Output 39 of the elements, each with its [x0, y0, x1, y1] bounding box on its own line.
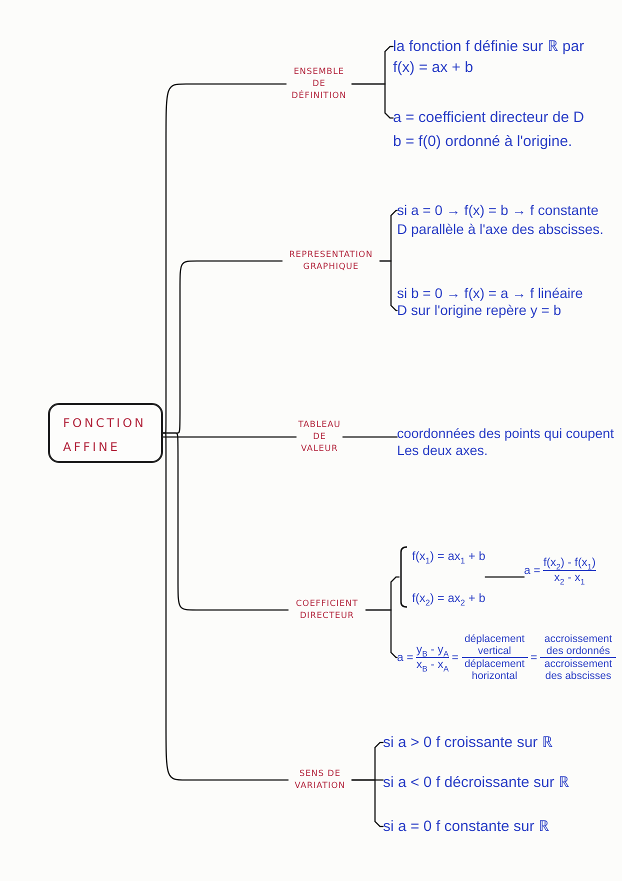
note-text: si b = 0 → f(x) = a → f linéaire: [397, 285, 584, 302]
numerator-text: y$_{B}$ - y$_{A}$: [416, 643, 449, 658]
denominator-text: déplacement horizontal: [463, 658, 526, 682]
denominator-text: x$_{2}$ - x$_{1}$: [554, 571, 585, 585]
denominator-text: accroissement des abscisses: [543, 658, 614, 682]
branch-label: REPRESENTATION GRAPHIQUE: [288, 249, 374, 273]
numerator-text: f(x$_{2}$) - f(x$_{1}$): [543, 556, 596, 571]
branch-label: TABLEAU DE VALEUR: [297, 419, 342, 455]
connector-line: [351, 779, 384, 828]
note-text: la fonction f définie sur ℝ par f(x) = ax + b: [393, 37, 586, 78]
note-text: si a = 0 f constante sur ℝ: [383, 817, 551, 836]
note-text: D parallèle à l'axe des abscisses.: [397, 220, 605, 239]
topic-text: FONCTION AFFINE: [63, 415, 147, 456]
note-text: si a > 0 f croissante sur ℝ: [383, 733, 554, 752]
connector-line: [162, 432, 289, 781]
connector-line: [351, 83, 394, 119]
branch-label: ENSEMBLE DE DÉFINITION: [290, 66, 348, 102]
connector-line: [365, 609, 398, 658]
connector-line: [342, 436, 398, 438]
note-text: a = coefficient directeur de D: [393, 108, 586, 128]
note-text: D sur l'origine repère y = b: [397, 302, 562, 319]
connector-line: [484, 576, 525, 578]
connector-line: [162, 436, 297, 438]
formula-text: a =: [524, 564, 540, 578]
formula-text: =: [452, 650, 459, 664]
formula-text: a =: [397, 650, 414, 664]
formula-text: =: [530, 650, 538, 664]
note-text: si a = 0 → f(x) = b → f constante: [397, 201, 600, 220]
note-text: si a < 0 f décroissante sur ℝ: [383, 773, 571, 792]
equation-text: f(x$_{1}$) = ax$_{1}$ + b: [412, 548, 486, 565]
note-text: coordonnées des points qui coupent Les deux axes.: [397, 425, 615, 459]
connector-line: [379, 260, 398, 312]
branch-label: COEFFICIENT DIRECTEUR: [294, 598, 360, 622]
denominator-text: x$_{B}$ - x$_{A}$: [416, 658, 449, 672]
connector-line: [162, 83, 287, 434]
branch-label: SENS DE VARIATION: [294, 768, 346, 792]
equation-text: f(x$_{2}$) = ax$_{2}$ + b: [412, 590, 486, 607]
topic-box: [48, 403, 163, 463]
note-text: b = f(0) ordonné à l'origine.: [393, 132, 574, 152]
